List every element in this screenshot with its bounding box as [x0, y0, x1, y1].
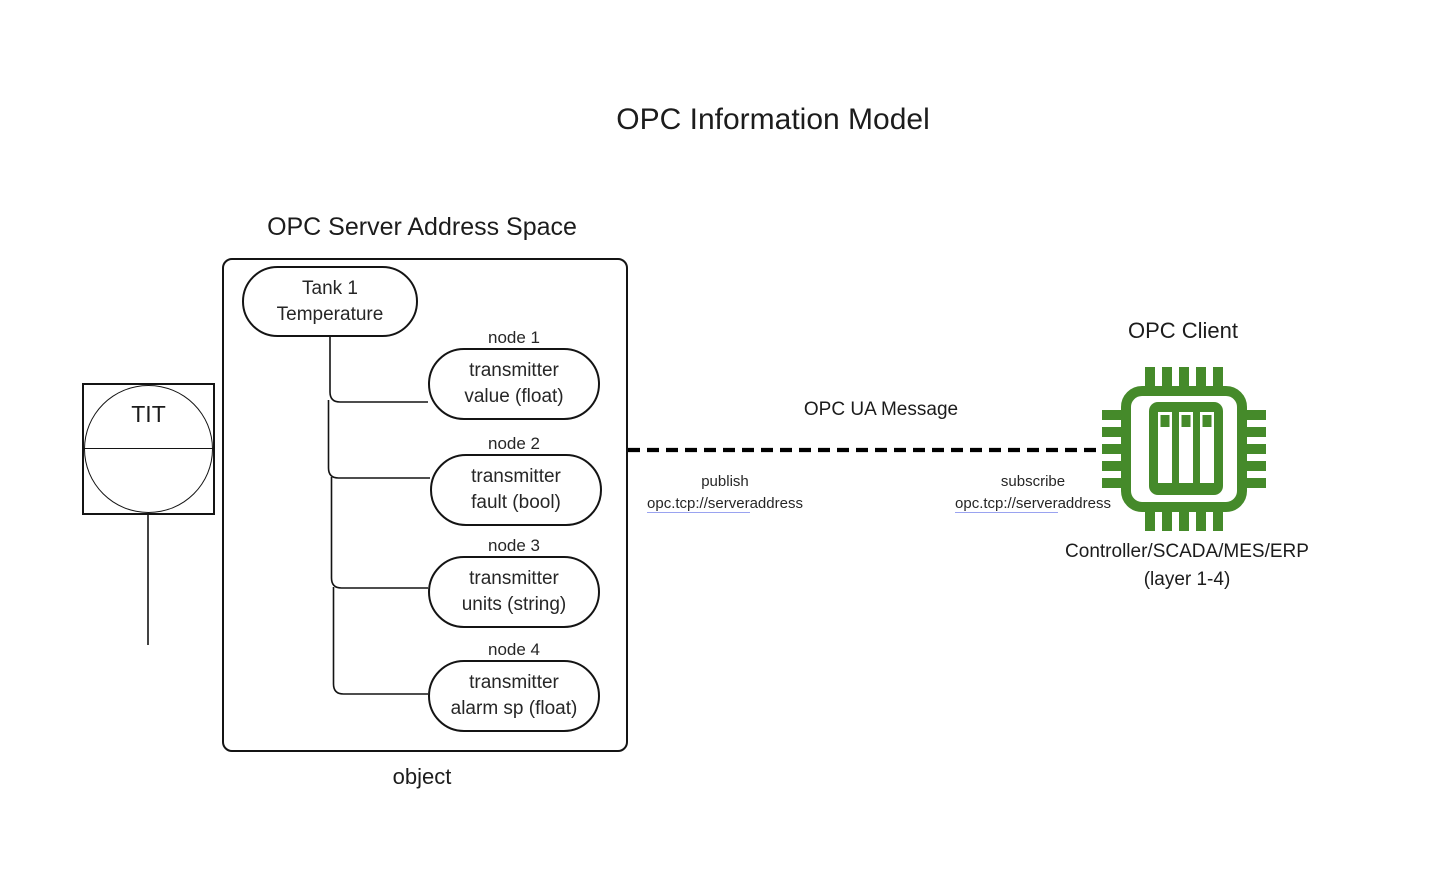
node3-line1: transmitter [469, 568, 559, 589]
node4-label: node 4 [488, 640, 540, 659]
publish-label-group: publish opc.tcp://serveraddress [620, 471, 830, 515]
instrument-symbol: TIT [82, 383, 215, 515]
node4-oval: transmitter alarm sp (float) [428, 660, 600, 732]
publish-action-label: publish [701, 473, 749, 490]
subscribe-action-label: subscribe [1000, 473, 1066, 490]
tree-root-node: Tank 1 Temperature [242, 266, 418, 337]
page-title: OPC Information Model [616, 103, 930, 136]
subscribe-url-rest: address [1057, 495, 1111, 512]
node1-label: node 1 [488, 328, 540, 347]
publish-url: opc.tcp://serveraddress [620, 493, 830, 515]
publish-url-rest: address [749, 495, 803, 512]
node2-line1: transmitter [471, 466, 561, 487]
node3-label: node 3 [488, 536, 540, 555]
root-node-line1: Tank 1 [302, 277, 358, 299]
publish-url-link[interactable]: opc.tcp://server [647, 495, 750, 513]
chip-icon [1102, 367, 1266, 531]
node4-line2: alarm sp (float) [450, 698, 578, 719]
node3-line2: units (string) [461, 594, 567, 615]
opc-client-heading: OPC Client [1127, 318, 1239, 343]
subscribe-label-group: subscribe opc.tcp://serveraddress [928, 471, 1138, 515]
instrument-divider-line [82, 448, 215, 449]
client-caption: Controller/SCADA/MES/ERP (layer 1-4) [1027, 538, 1347, 594]
node1-line2: value (float) [464, 386, 564, 407]
node1-line1: transmitter [469, 360, 559, 381]
node2-label: node 2 [488, 434, 540, 453]
opc-ua-message-label: OPC UA Message [803, 399, 959, 420]
server-address-space-box [222, 258, 628, 752]
node1-oval: transmitter value (float) [428, 348, 600, 420]
instrument-tag: TIT [131, 401, 166, 427]
root-node-line2: Temperature [276, 303, 384, 325]
node3-oval: transmitter units (string) [428, 556, 600, 628]
object-caption: object [392, 764, 452, 789]
instrument-circle [84, 385, 213, 513]
subscribe-url: opc.tcp://serveraddress [928, 493, 1138, 515]
node2-oval: transmitter fault (bool) [430, 454, 602, 526]
client-caption-line2: (layer 1-4) [1143, 569, 1231, 590]
subscribe-url-link[interactable]: opc.tcp://server [955, 495, 1058, 513]
node4-line1: transmitter [469, 672, 559, 693]
server-address-space-heading: OPC Server Address Space [267, 213, 577, 241]
client-caption-line1: Controller/SCADA/MES/ERP [1065, 541, 1309, 562]
node2-line2: fault (bool) [471, 492, 561, 513]
